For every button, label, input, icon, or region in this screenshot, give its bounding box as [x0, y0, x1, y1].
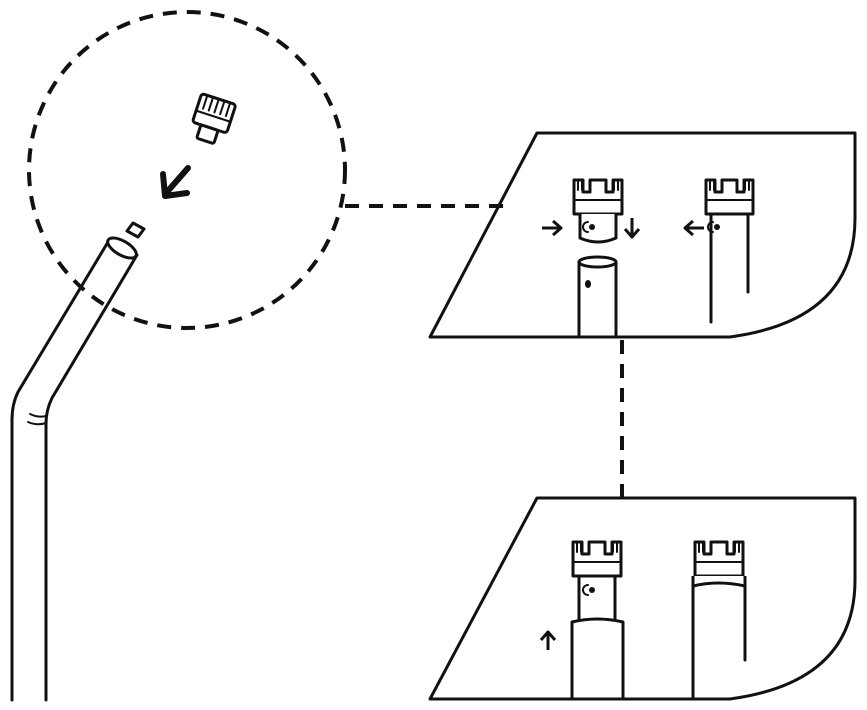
- push-arrow-right: [542, 219, 563, 237]
- long-pole-icon: [10, 221, 146, 702]
- cap-with-rod-left: [570, 540, 625, 701]
- magnified-detail: [27, 10, 505, 330]
- push-arrow-up: [539, 630, 557, 650]
- locked-step-panel: [428, 496, 857, 701]
- assembled-rod-right: [704, 178, 755, 324]
- tip-cap-icon: [191, 92, 237, 145]
- insert-step-panel: [428, 131, 857, 498]
- rod-left: [577, 255, 618, 339]
- cap-piece-left: [572, 178, 624, 244]
- push-arrow-left: [683, 219, 704, 237]
- insert-direction-arrow: [160, 165, 191, 199]
- push-arrow-down: [623, 218, 641, 239]
- locked-rod-right: [691, 540, 747, 701]
